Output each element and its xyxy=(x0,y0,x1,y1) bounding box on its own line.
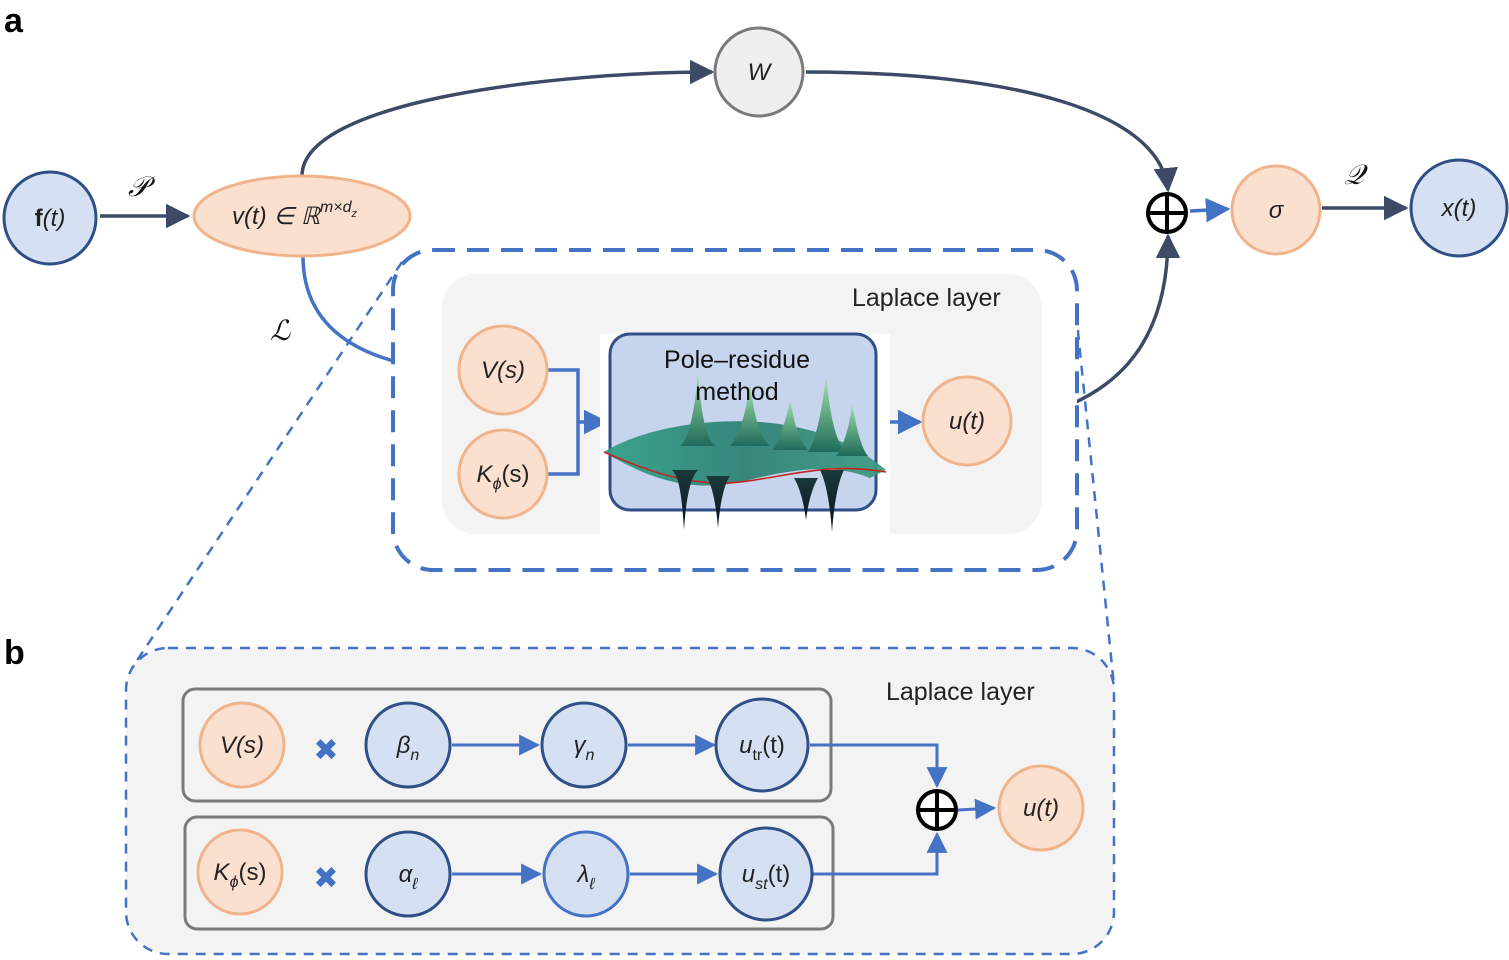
panel-b-edges xyxy=(452,734,997,885)
panel-b-label: b xyxy=(4,634,25,672)
svg-text:Kϕ(s): Kϕ(s) xyxy=(477,461,530,493)
panel-b-laplace-title: Laplace layer xyxy=(886,678,1035,706)
svg-text:βn: βn xyxy=(396,732,420,764)
svg-text:utr(t): utr(t) xyxy=(739,732,785,764)
b-node-beta-sub: n xyxy=(410,747,419,764)
node-Ks: Kϕ(s) xyxy=(457,428,549,520)
b-node-ust-sub: st xyxy=(755,876,768,893)
node-v-sup: m×d xyxy=(320,199,353,216)
svg-text:λℓ: λℓ xyxy=(576,861,596,893)
b-node-gamma-sub: n xyxy=(586,747,595,764)
node-sigma: σ xyxy=(1230,164,1322,256)
svg-text:f(t): f(t) xyxy=(35,205,66,232)
node-v-supsub: z xyxy=(350,208,357,220)
b-node-alpha-main: α xyxy=(399,861,414,888)
zoom-lines xyxy=(130,261,1116,687)
b-node-lambda-main: λ xyxy=(576,861,590,888)
b-node-utr: utr(t) xyxy=(714,697,810,793)
b-node-lambda-sub: ℓ xyxy=(588,876,595,893)
b-node-alpha-sub: ℓ xyxy=(411,876,418,893)
edge-label-Q: 𝒬 xyxy=(1344,160,1368,191)
node-u-label: u(t) xyxy=(949,408,985,435)
svg-text:Kϕ(s): Kϕ(s) xyxy=(214,859,267,891)
multiply-icon-row1: ✖ xyxy=(313,733,338,768)
b-node-alpha: αℓ xyxy=(364,830,452,918)
node-W: W xyxy=(713,26,805,118)
svg-text:γn: γn xyxy=(574,732,595,764)
node-Ks-rest: (s) xyxy=(501,461,529,488)
sum-node-a xyxy=(1146,192,1188,234)
b-node-Ks-rest: (s) xyxy=(238,859,266,886)
b-node-utr-sub: tr xyxy=(752,747,762,764)
pole-box-line2: method xyxy=(695,378,778,406)
b-node-u-out-label: u(t) xyxy=(1023,795,1059,822)
node-u: u(t) xyxy=(921,375,1013,467)
b-node-ust-rest: (t) xyxy=(768,861,791,888)
b-node-gamma-main: γ xyxy=(574,732,588,759)
edge-v-to-W xyxy=(300,59,715,177)
edge-W-to-sum xyxy=(805,70,1178,193)
pole-surface-illustration xyxy=(603,372,887,532)
b-node-Ks-main: K xyxy=(214,859,231,886)
edge-label-L: ℒ xyxy=(270,316,291,347)
b-node-Vs: V(s) xyxy=(198,701,286,789)
node-Vs-label: V(s) xyxy=(481,357,525,384)
node-v: v(t) ∈ ℝm×dz xyxy=(192,174,412,258)
svg-text:v(t) ∈ ℝm×dz: v(t) ∈ ℝm×dz xyxy=(232,199,357,230)
b-node-ust-main: u xyxy=(742,861,755,888)
b-node-gamma: γn xyxy=(540,701,628,789)
b-node-Ks: Kϕ(s) xyxy=(196,828,284,916)
node-f-bold: f xyxy=(35,205,44,232)
laplace-layer-title: Laplace layer xyxy=(852,284,1001,312)
multiply-icon-row2: ✖ xyxy=(313,861,338,896)
edge-label-P: 𝒫 xyxy=(128,172,156,203)
sum-node-b xyxy=(916,789,958,831)
node-x-label: x(t) xyxy=(1441,195,1477,222)
b-node-Ks-sub: ϕ xyxy=(230,874,239,891)
node-f: f(t) xyxy=(2,170,98,266)
b-node-Vs-label: V(s) xyxy=(220,732,264,759)
node-Vs: V(s) xyxy=(457,324,549,416)
node-x: x(t) xyxy=(1409,158,1509,258)
b-node-beta-main: β xyxy=(396,732,411,759)
b-node-utr-main: u xyxy=(739,732,752,759)
b-node-utr-rest: (t) xyxy=(762,732,785,759)
b-node-u-out: u(t) xyxy=(997,764,1085,852)
b-node-lambda: λℓ xyxy=(542,830,630,918)
node-f-rest: (t) xyxy=(43,205,66,232)
svg-text:ust(t): ust(t) xyxy=(742,861,790,893)
edge-sum-to-sigma xyxy=(1189,197,1231,223)
panel-a-label: a xyxy=(4,2,24,40)
pole-box-line1: Pole–residue xyxy=(664,346,810,374)
svg-text:αℓ: αℓ xyxy=(399,861,419,893)
node-W-label: W xyxy=(748,59,773,86)
node-v-text: v(t) ∈ ℝ xyxy=(232,203,321,230)
node-Ks-sub: ϕ xyxy=(493,476,502,493)
b-node-ust: ust(t) xyxy=(718,826,814,922)
pole-residue-box: Pole–residue method xyxy=(600,332,890,534)
node-Ks-main: K xyxy=(477,461,494,488)
b-node-beta: βn xyxy=(364,701,452,789)
node-sigma-label: σ xyxy=(1269,197,1285,224)
